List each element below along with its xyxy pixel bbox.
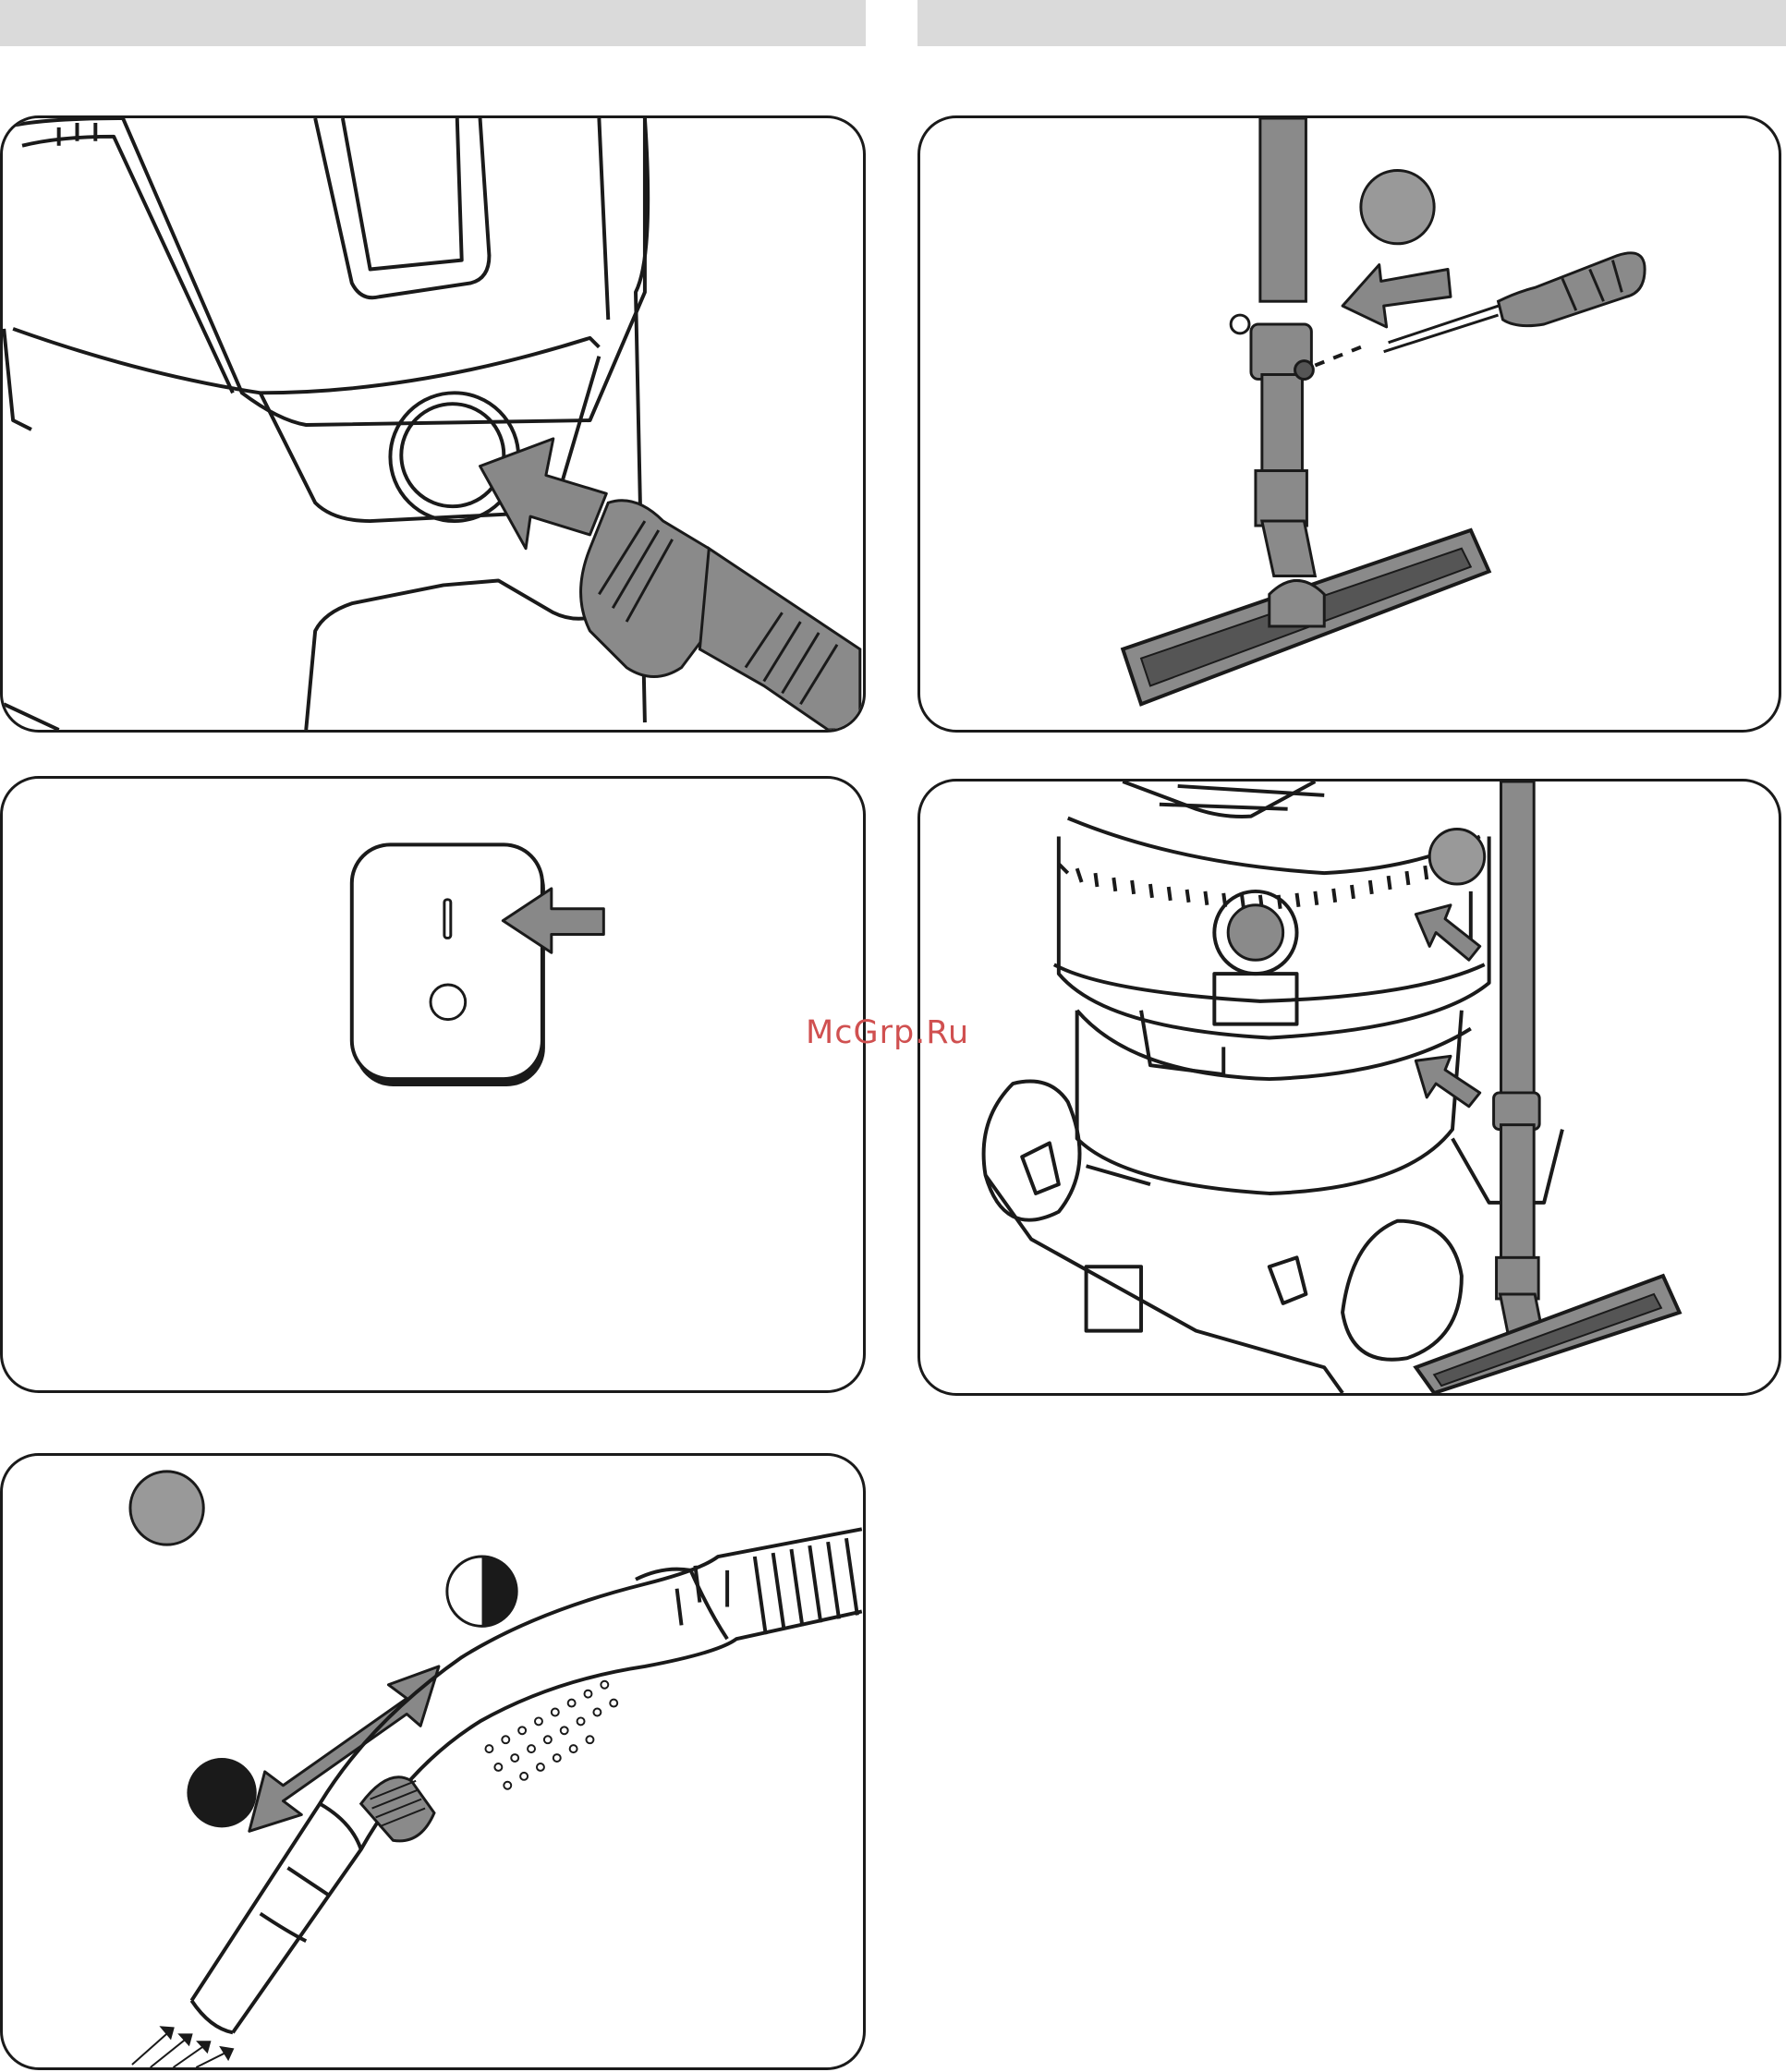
clip-arrow-lower-icon: [1415, 1056, 1479, 1107]
floor-nozzle-icon: [1415, 1276, 1679, 1393]
hose-connector-icon: [581, 501, 860, 730]
switch-on-symbol-icon: [444, 900, 451, 939]
step-marker-icon: [130, 1472, 203, 1545]
figure-park-tube: [917, 779, 1781, 1396]
remove-arrow-icon: [1343, 265, 1451, 327]
filled-circle-icon: [187, 1758, 256, 1827]
bypass-holes-icon: [485, 1681, 617, 1789]
half-filled-circle-icon: [447, 1557, 516, 1626]
switch-rocker[interactable]: [352, 844, 542, 1079]
tube-holder-icon: [1494, 782, 1545, 1340]
step-marker-icon: [1429, 830, 1484, 884]
header-bar-left: [0, 0, 866, 46]
vacuum-body-icon: [920, 782, 1779, 1393]
insert-arrow-icon: [480, 439, 607, 549]
hose-corrugation-icon: [755, 1538, 857, 1634]
figure-attach-floor-nozzle: [917, 115, 1781, 733]
figure-connect-hose: [0, 115, 866, 733]
suction-tube-icon: [1231, 118, 1315, 576]
airflow-arrows-icon: [132, 2027, 233, 2067]
figure-power-switch: [0, 776, 866, 1393]
header-bar-right: [917, 0, 1786, 46]
step-marker-icon: [1361, 170, 1434, 243]
watermark: McGrp.Ru: [806, 1014, 969, 1051]
figure-adjust-suction: [0, 1453, 866, 2070]
vacuum-inlet-icon: [3, 118, 863, 730]
